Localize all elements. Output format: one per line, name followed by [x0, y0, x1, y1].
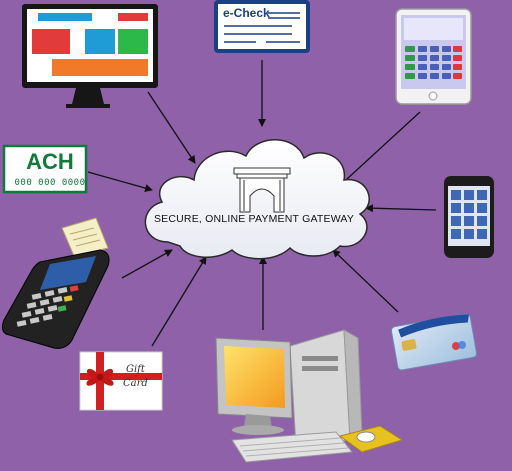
ach-number: 000 000 0000: [14, 178, 86, 188]
arrow-tablet: [334, 111, 421, 191]
echeck-icon: [214, 0, 310, 53]
arrow-gift: [151, 256, 207, 347]
arrow-monitor: [147, 91, 196, 164]
smartphone-icon: [444, 176, 494, 258]
arrow-phone: [365, 204, 437, 213]
pos-terminal-icon: [1, 217, 110, 349]
desktop-computer-icon: [215, 329, 404, 463]
credit-card-icon: [390, 313, 478, 371]
gift-card-text-line2: Card: [123, 378, 148, 389]
tablet-keypad-icon: [395, 8, 472, 105]
echeck-title: e-Check: [223, 6, 270, 20]
ach-icon: [2, 144, 88, 194]
arrow-card: [332, 249, 399, 313]
gift-card-icon: [79, 351, 163, 411]
ach-title: ACH: [26, 149, 74, 174]
arrow-ach: [87, 171, 153, 192]
arrow-pos: [121, 249, 173, 279]
desktop-monitor-icon: [22, 4, 158, 108]
cloud-icon: [144, 139, 370, 260]
gateway-arch-icon: [233, 167, 291, 213]
gift-card-text-line1: Gift: [126, 364, 145, 375]
connector-arrows: [87, 60, 437, 347]
gateway-label: SECURE, ONLINE PAYMENT GATEWAY: [153, 213, 355, 225]
